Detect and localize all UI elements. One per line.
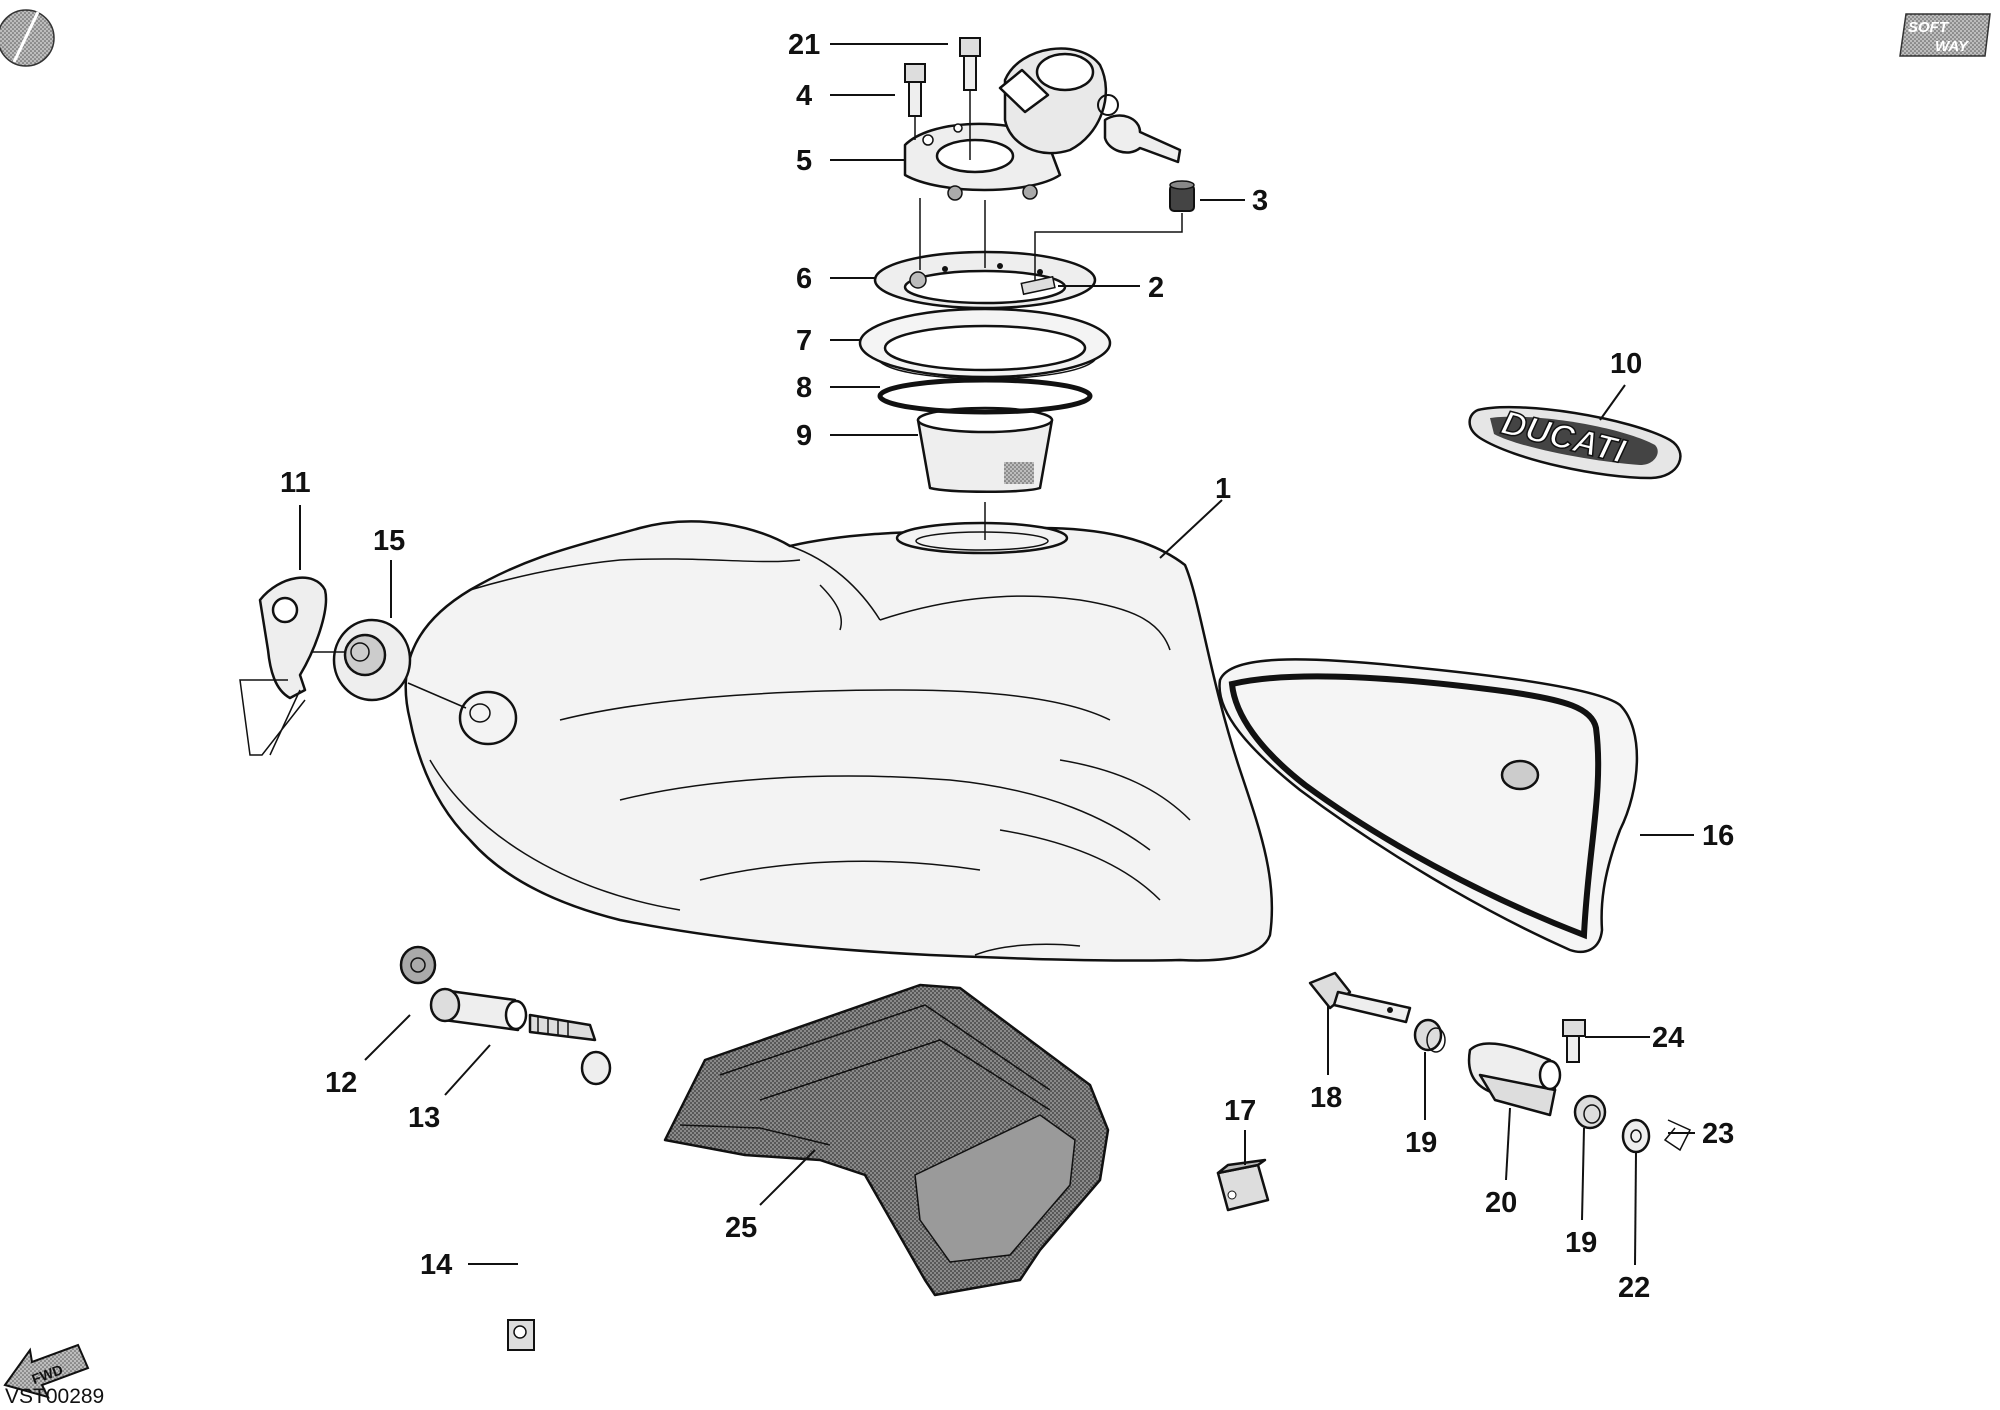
callout-7: 7 — [796, 325, 812, 357]
fuel-tank — [404, 520, 1274, 962]
corner-badge-icon — [0, 9, 55, 67]
callout-numbers: 1 2 3 4 5 6 7 8 9 10 11 12 13 14 15 16 1… — [280, 29, 1734, 1304]
callout-3: 3 — [1252, 185, 1268, 217]
callout-18: 18 — [1310, 1082, 1342, 1114]
callout-4: 4 — [796, 80, 812, 112]
callout-5: 5 — [796, 145, 812, 177]
callout-6: 6 — [796, 263, 812, 295]
callout-24: 24 — [1652, 1022, 1684, 1054]
callout-15: 15 — [373, 525, 405, 557]
leader-lines — [299, 43, 1695, 1266]
callout-14: 14 — [420, 1249, 452, 1281]
callout-16: 16 — [1702, 820, 1734, 852]
softway-logo: SOFT WAY — [1899, 13, 1991, 57]
callout-9: 9 — [796, 420, 812, 452]
callout-1: 1 — [1215, 473, 1231, 505]
forward-direction-arrow: FWD — [3, 1343, 90, 1399]
callout-13: 13 — [408, 1102, 440, 1134]
drawing-code: VST00289 — [5, 1385, 104, 1408]
rear-mount-bracket — [239, 576, 328, 756]
svg-text:SOFT: SOFT — [1908, 19, 1950, 36]
callout-10: 10 — [1610, 348, 1642, 380]
rubber-grommet — [312, 618, 467, 709]
callout-21: 21 — [788, 29, 820, 61]
rubber-block — [1216, 1158, 1270, 1212]
tank-underside-shield — [663, 983, 1110, 1297]
callout-19a: 19 — [1405, 1127, 1437, 1159]
callout-17: 17 — [1224, 1095, 1256, 1127]
hinge-fastener-group — [1308, 971, 1692, 1154]
svg-text:WAY: WAY — [1935, 38, 1970, 55]
callout-25: 25 — [725, 1212, 757, 1244]
callout-22: 22 — [1618, 1272, 1650, 1304]
callout-8: 8 — [796, 372, 812, 404]
callout-20: 20 — [1485, 1187, 1517, 1219]
callout-23: 23 — [1702, 1118, 1734, 1150]
front-mount-rod — [399, 945, 615, 1351]
callout-11: 11 — [280, 467, 311, 499]
callout-12: 12 — [325, 1067, 357, 1099]
callout-19b: 19 — [1565, 1227, 1597, 1259]
callout-2: 2 — [1148, 272, 1164, 304]
side-pad — [1218, 658, 1639, 954]
ducati-decal: DUCATI — [1468, 403, 1682, 480]
filler-cap-assembly — [858, 37, 1195, 540]
